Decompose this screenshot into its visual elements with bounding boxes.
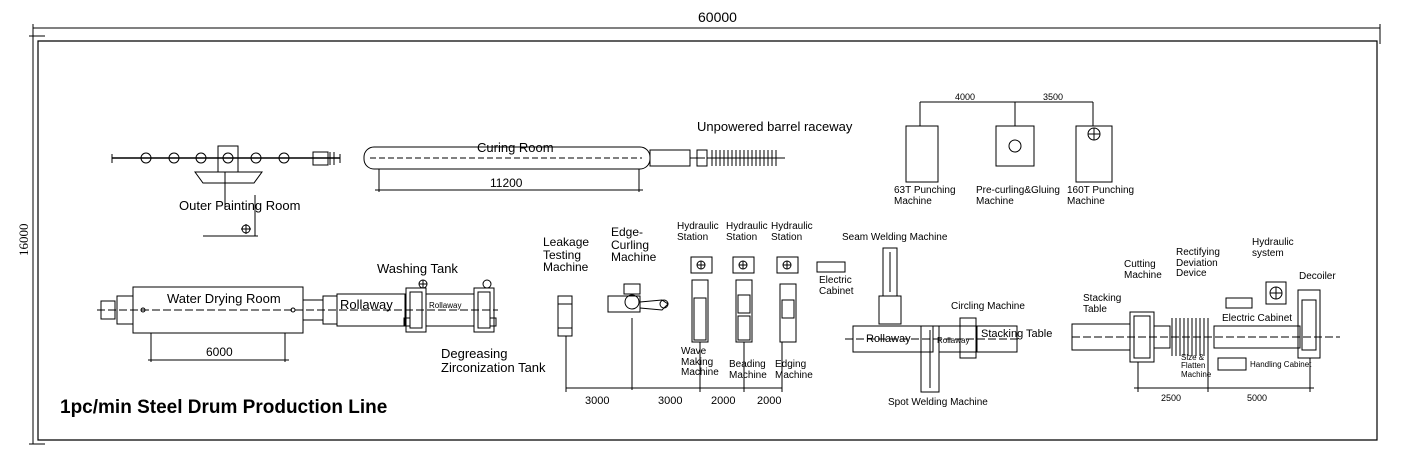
unpowered-raceway-label: Unpowered barrel raceway <box>697 119 853 134</box>
outer-painting-room-label: Outer Painting Room <box>179 198 301 213</box>
dim-2500: 2500 <box>1161 393 1182 403</box>
welding-group-shape <box>845 248 1020 392</box>
dim-2000-b: 2000 <box>757 395 782 407</box>
punch-63t-label: 63T Punching Machine <box>894 185 956 207</box>
edging-label: Edging Machine <box>775 359 813 381</box>
hydraulic-station-1-label: Hydraulic Station <box>677 221 719 243</box>
dim-3500: 3500 <box>1043 92 1064 102</box>
punch-160t-label: 160T Punching Machine <box>1067 185 1135 207</box>
electric-cabinet-1-label: Electric Cabinet <box>819 275 854 297</box>
hydraulic-station-3-label: Hydraulic Station <box>771 221 813 243</box>
leakage-testing-label: Leakage Testing Machine <box>543 235 590 275</box>
electric-cabinet-2-label: Electric Cabinet <box>1222 313 1293 324</box>
size-flatten-label: Size & Flatten Machine <box>1181 353 1212 379</box>
rollaway-4-label: Rollaway <box>937 336 970 345</box>
curing-room-dim: 11200 <box>490 176 523 190</box>
spot-welding-label: Spot Welding Machine <box>888 397 988 408</box>
dim-5000: 5000 <box>1247 393 1268 403</box>
uncoiling-line-shape <box>1072 282 1340 392</box>
rollaway-3-label: Rollaway <box>866 333 911 345</box>
wave-making-label: Wave Making Machine <box>681 346 719 378</box>
washing-tank-label: Washing Tank <box>377 261 458 276</box>
hydraulic-system-label: Hydraulic system <box>1252 237 1294 259</box>
stacking-table-2-label: Stacking Table <box>1083 293 1122 315</box>
decoiler-label: Decoiler <box>1299 271 1336 282</box>
pre-curling-label: Pre-curling&Gluing Machine <box>976 185 1060 207</box>
seam-welding-label: Seam Welding Machine <box>842 232 948 243</box>
outer-frame <box>29 24 1380 444</box>
edge-curling-label: Edge- Curling Machine <box>611 225 657 265</box>
rollaway-1-label: Rollaway <box>340 297 393 312</box>
dim-3000-b: 3000 <box>658 395 683 407</box>
degreasing-label: Degreasing Zirconization Tank <box>441 346 546 375</box>
hydraulic-station-2-label: Hydraulic Station <box>726 221 768 243</box>
outer-painting-room-shape <box>112 146 340 236</box>
water-drying-room-shape <box>97 287 498 362</box>
stacking-table-1-label: Stacking Table <box>981 328 1053 340</box>
handling-cabinet-label: Handling Cabinet <box>1250 360 1312 369</box>
curing-room-label: Curing Room <box>477 140 554 155</box>
overall-width-dim: 60000 <box>698 9 737 25</box>
washing-tank-shape <box>337 280 496 332</box>
dim-4000: 4000 <box>955 92 976 102</box>
water-drying-dim: 6000 <box>206 345 233 359</box>
diagram-title: 1pc/min Steel Drum Production Line <box>60 397 388 418</box>
beading-label: Beading Machine <box>729 359 767 381</box>
dim-3000-a: 3000 <box>585 395 610 407</box>
cutting-machine-label: Cutting Machine <box>1124 259 1162 281</box>
punching-group-shape <box>906 102 1112 182</box>
rollaway-2-label: Rollaway <box>429 301 462 310</box>
circling-label: Circling Machine <box>951 301 1025 312</box>
rectifying-device-label: Rectifying Deviation Device <box>1176 247 1220 279</box>
overall-height-dim: 16000 <box>16 223 31 257</box>
curing-room-shape <box>364 147 707 192</box>
leakage-curling-shape <box>558 284 668 390</box>
raceway-shape <box>707 150 785 166</box>
middle-dimension-lines <box>566 336 782 392</box>
forming-machines-shape <box>691 257 845 342</box>
dim-2000-a: 2000 <box>711 395 736 407</box>
water-drying-room-label: Water Drying Room <box>167 291 281 306</box>
